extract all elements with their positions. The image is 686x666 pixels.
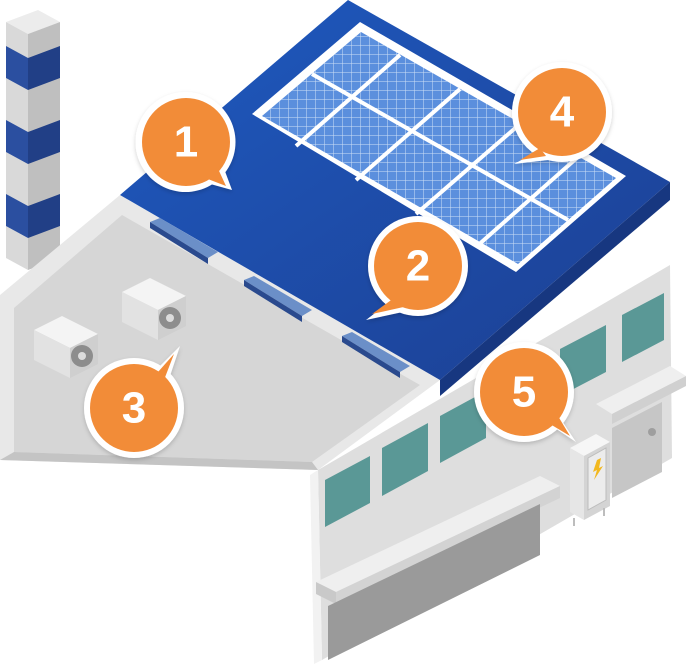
callout-2-label: 2 <box>406 242 430 291</box>
electrical-cabinet <box>570 434 610 526</box>
loading-door <box>328 504 540 660</box>
inverter-unit <box>34 316 98 378</box>
callout-1: 1 <box>135 92 236 192</box>
callout-4: 4 <box>512 62 612 164</box>
chimney-stripe <box>6 46 60 238</box>
roof-skylights <box>150 218 410 378</box>
callout-5-label: 5 <box>512 368 536 417</box>
lightning-bolt-icon <box>593 458 603 480</box>
callout-4-label: 4 <box>550 88 575 137</box>
inverter-units <box>34 278 186 378</box>
side-door <box>612 402 662 498</box>
skylight <box>150 218 218 258</box>
window <box>440 391 486 463</box>
callout-1-label: 1 <box>174 118 198 167</box>
window <box>382 423 428 496</box>
chimney <box>6 10 60 270</box>
window <box>622 293 664 362</box>
skylight <box>342 332 410 372</box>
window <box>325 456 370 527</box>
fan-icon <box>159 307 181 329</box>
callout-3: 3 <box>84 346 184 458</box>
skylight <box>244 276 312 316</box>
solar-panel-array <box>252 22 626 272</box>
callout-3-label: 3 <box>122 384 146 433</box>
fan-icon <box>71 345 93 367</box>
inverter-unit <box>122 278 186 340</box>
callout-2: 2 <box>366 216 468 320</box>
callout-5: 5 <box>474 342 576 442</box>
